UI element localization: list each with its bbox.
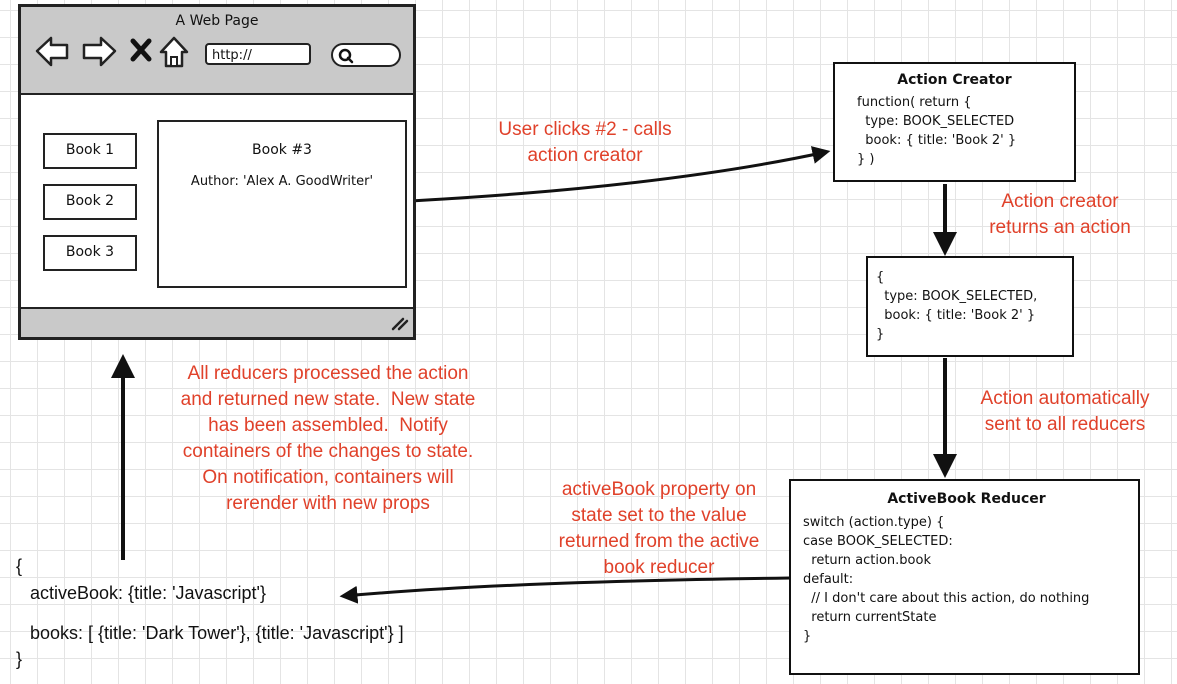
url-field[interactable]: http:// bbox=[205, 43, 311, 65]
book-3-button[interactable]: Book 3 bbox=[43, 235, 137, 271]
state-active-book: activeBook: {title: 'Javascript'} bbox=[30, 583, 266, 603]
action-creator-box: Action Creator function( return { type: … bbox=[833, 62, 1076, 182]
search-field[interactable] bbox=[331, 43, 401, 67]
reducer-title: ActiveBook Reducer bbox=[887, 491, 1046, 507]
browser-title: A Web Page bbox=[175, 13, 259, 29]
book-1-button[interactable]: Book 1 bbox=[43, 133, 137, 169]
forward-arrow-icon[interactable] bbox=[82, 36, 117, 67]
book-detail-panel: Book #3 Author: 'Alex A. GoodWriter' bbox=[157, 120, 407, 288]
search-icon bbox=[338, 48, 354, 64]
activebook-reducer-box: ActiveBook Reducer switch (action.type) … bbox=[789, 479, 1140, 675]
action-code: { type: BOOK_SELECTED, book: { title: 'B… bbox=[876, 270, 1038, 342]
resize-grip-icon[interactable] bbox=[391, 317, 409, 331]
action-creator-code: function( return { type: BOOK_SELECTED b… bbox=[857, 95, 1017, 167]
note-state-set: activeBook property on state set to the … bbox=[558, 479, 760, 578]
note-returns-action: Action creator returns an action bbox=[989, 191, 1131, 238]
book-2-button[interactable]: Book 2 bbox=[43, 184, 137, 220]
arrow-reducer-to-state bbox=[339, 576, 791, 604]
note-reducers-processed: All reducers processed the action and re… bbox=[180, 363, 476, 514]
back-arrow-icon[interactable] bbox=[35, 36, 69, 67]
browser-mockup: A Web Page http:// bbox=[18, 4, 416, 340]
close-icon[interactable] bbox=[130, 38, 152, 62]
state-books: books: [ {title: 'Dark Tower'}, {title: … bbox=[30, 623, 404, 643]
book-detail-title: Book #3 bbox=[252, 142, 312, 158]
nav-icons bbox=[35, 33, 195, 73]
note-sent-to-reducers: Action automatically sent to all reducer… bbox=[980, 388, 1150, 435]
action-creator-title: Action Creator bbox=[897, 72, 1012, 88]
browser-status-bar bbox=[21, 307, 413, 337]
browser-toolbar: A Web Page http:// bbox=[21, 7, 413, 95]
state-open-brace: { bbox=[16, 556, 23, 576]
note-user-clicks: User clicks #2 - calls action creator bbox=[498, 119, 672, 166]
state-close-brace: } bbox=[16, 649, 23, 669]
book-detail-author: Author: 'Alex A. GoodWriter' bbox=[190, 174, 374, 189]
reducer-code: switch (action.type) { case BOOK_SELECTE… bbox=[803, 515, 1090, 644]
action-box: { type: BOOK_SELECTED, book: { title: 'B… bbox=[866, 256, 1074, 357]
home-icon[interactable] bbox=[159, 36, 189, 68]
